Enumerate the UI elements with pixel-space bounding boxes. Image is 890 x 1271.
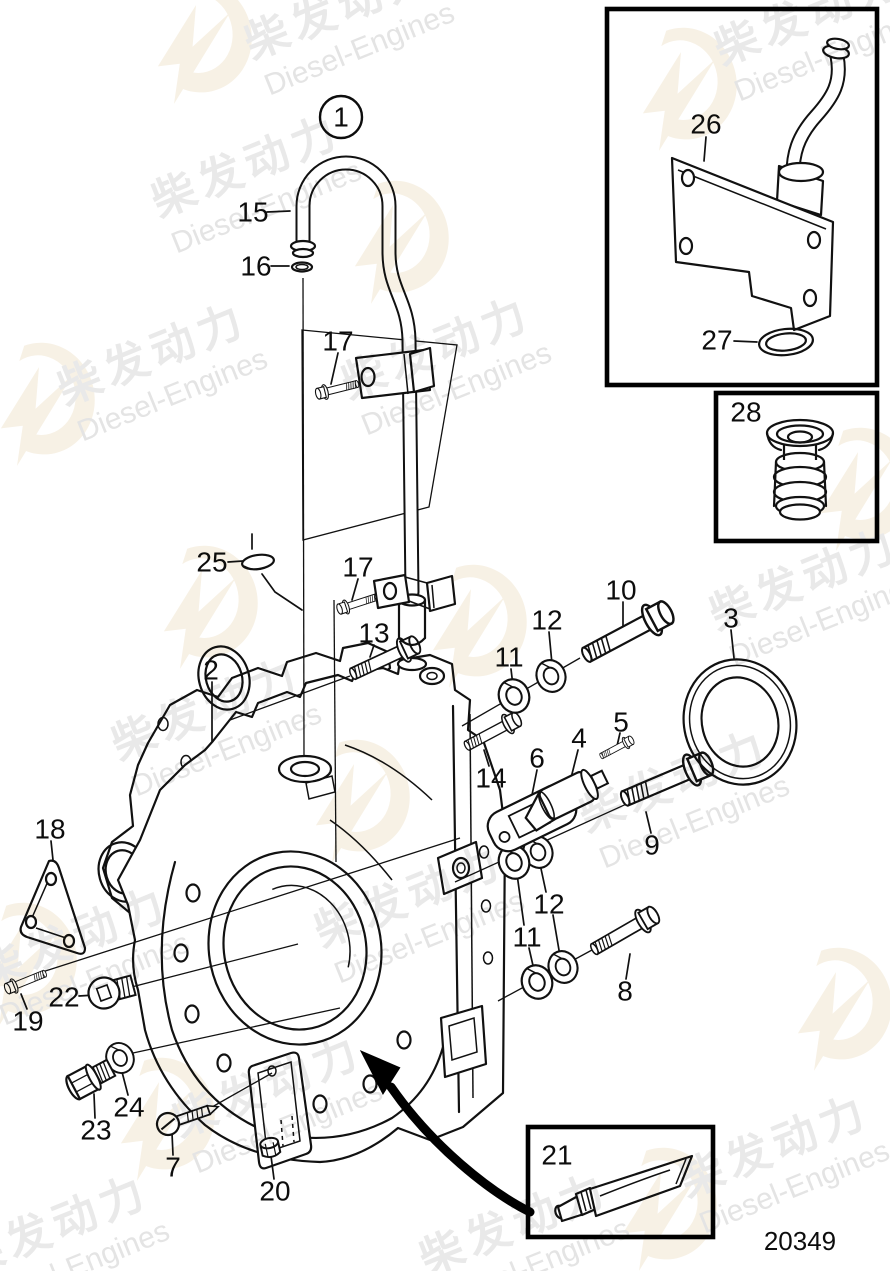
callout-5-15: 5 [613,707,629,738]
plug-20 [259,1136,282,1159]
callout-16-2: 16 [240,251,271,282]
callout-1-0: 1 [333,102,349,133]
callout-18-17: 18 [34,814,65,845]
callout-3-11: 3 [723,603,739,634]
bolt-10 [574,593,680,673]
bolt-17-upper [313,375,361,403]
callout-23-24: 23 [80,1115,111,1146]
plug-23 [65,1058,117,1101]
washer-11-a [492,673,536,719]
callout-13-6: 13 [358,618,389,649]
bolt-19 [1,965,50,998]
callout-6-13: 6 [529,743,545,774]
bolt-17-lower [334,589,381,618]
callout-27-28: 27 [701,325,732,356]
callout-15-1: 15 [237,197,268,228]
callout-19-22: 19 [12,1006,43,1037]
plug-22 [87,974,137,1010]
pipe-clamp-upper [354,346,436,400]
callout-circle-1 [318,94,364,140]
callout-11-19: 11 [512,922,541,953]
callout-8-20: 8 [617,976,633,1007]
seal-27 [758,327,814,357]
seal-ring-3 [682,658,798,786]
callout-2-7: 2 [203,655,219,686]
callout-28-29: 28 [730,397,761,428]
sealant-arrow [359,1049,535,1217]
bolt-8 [584,900,665,963]
callout-9-16: 9 [644,830,660,861]
cap-25 [241,553,275,571]
callout-7-25: 7 [165,1152,181,1183]
figure-number: 20349 [764,1226,836,1256]
callout-24-23: 24 [113,1092,144,1123]
callout-10-8: 10 [605,575,636,606]
callout-17-5: 17 [342,552,373,583]
callout-22-21: 22 [48,982,79,1013]
callout-20-26: 20 [259,1176,290,1207]
callout-14-12: 14 [475,763,506,794]
callout-4-14: 4 [571,723,587,754]
callout-12-18: 12 [533,889,564,920]
washer-12-a [530,654,572,698]
bracket-18 [19,859,87,955]
callout-21-30: 21 [541,1140,572,1171]
callout-12-9: 12 [531,605,562,636]
callout-25-4: 25 [196,547,227,578]
screw-5 [596,733,637,763]
sensor-4 [524,768,610,832]
callout-17-3: 17 [322,326,353,357]
callout-26-27: 26 [690,109,721,140]
callout-11-10: 11 [494,642,523,673]
inset-box-bracket [604,6,880,388]
